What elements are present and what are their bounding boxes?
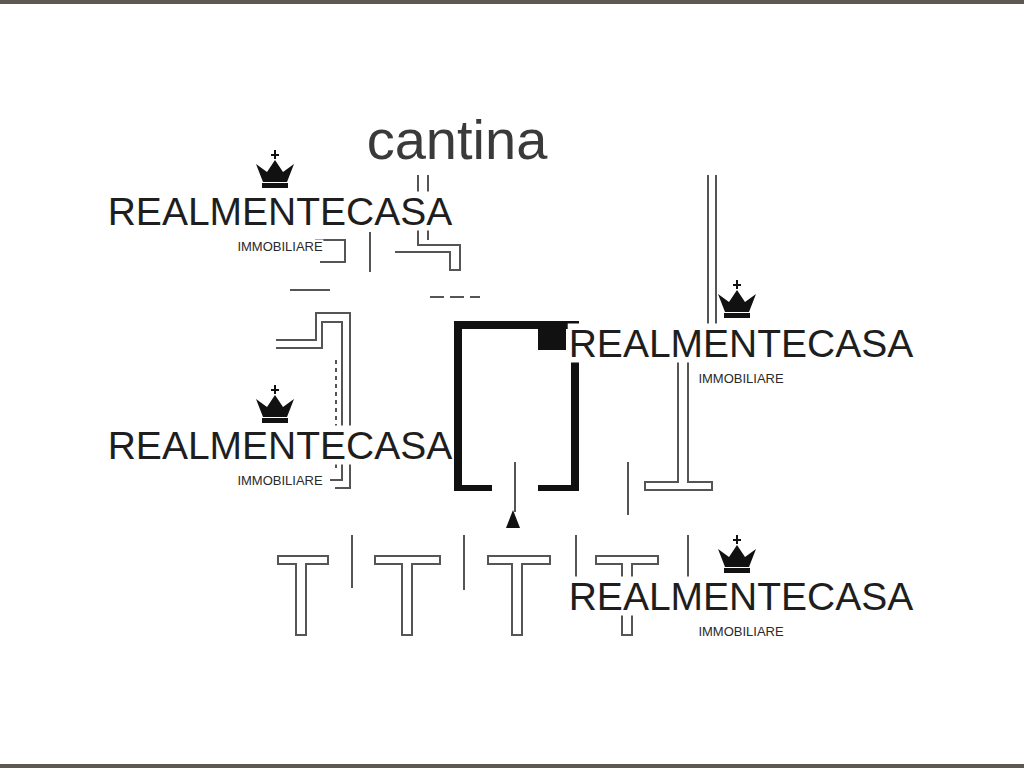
- watermark: REALMENTECASA: [568, 577, 915, 616]
- watermark: REALMENTECASA: [107, 426, 454, 465]
- plan-title: cantina: [367, 112, 548, 168]
- watermark-subtitle: IMMOBILIARE: [697, 372, 784, 385]
- watermark-subtitle: IMMOBILIARE: [236, 240, 323, 253]
- watermark: REALMENTECASA: [107, 192, 454, 231]
- frame-bar: [0, 764, 1024, 768]
- cellar-room: [454, 325, 579, 488]
- watermark-subtitle: IMMOBILIARE: [697, 625, 784, 638]
- watermark-subtitle: IMMOBILIARE: [236, 474, 323, 487]
- entry-arrow: [506, 510, 520, 528]
- watermark: REALMENTECASA: [568, 324, 915, 363]
- thin-walls: [276, 175, 716, 635]
- frame-bar: [0, 0, 1024, 4]
